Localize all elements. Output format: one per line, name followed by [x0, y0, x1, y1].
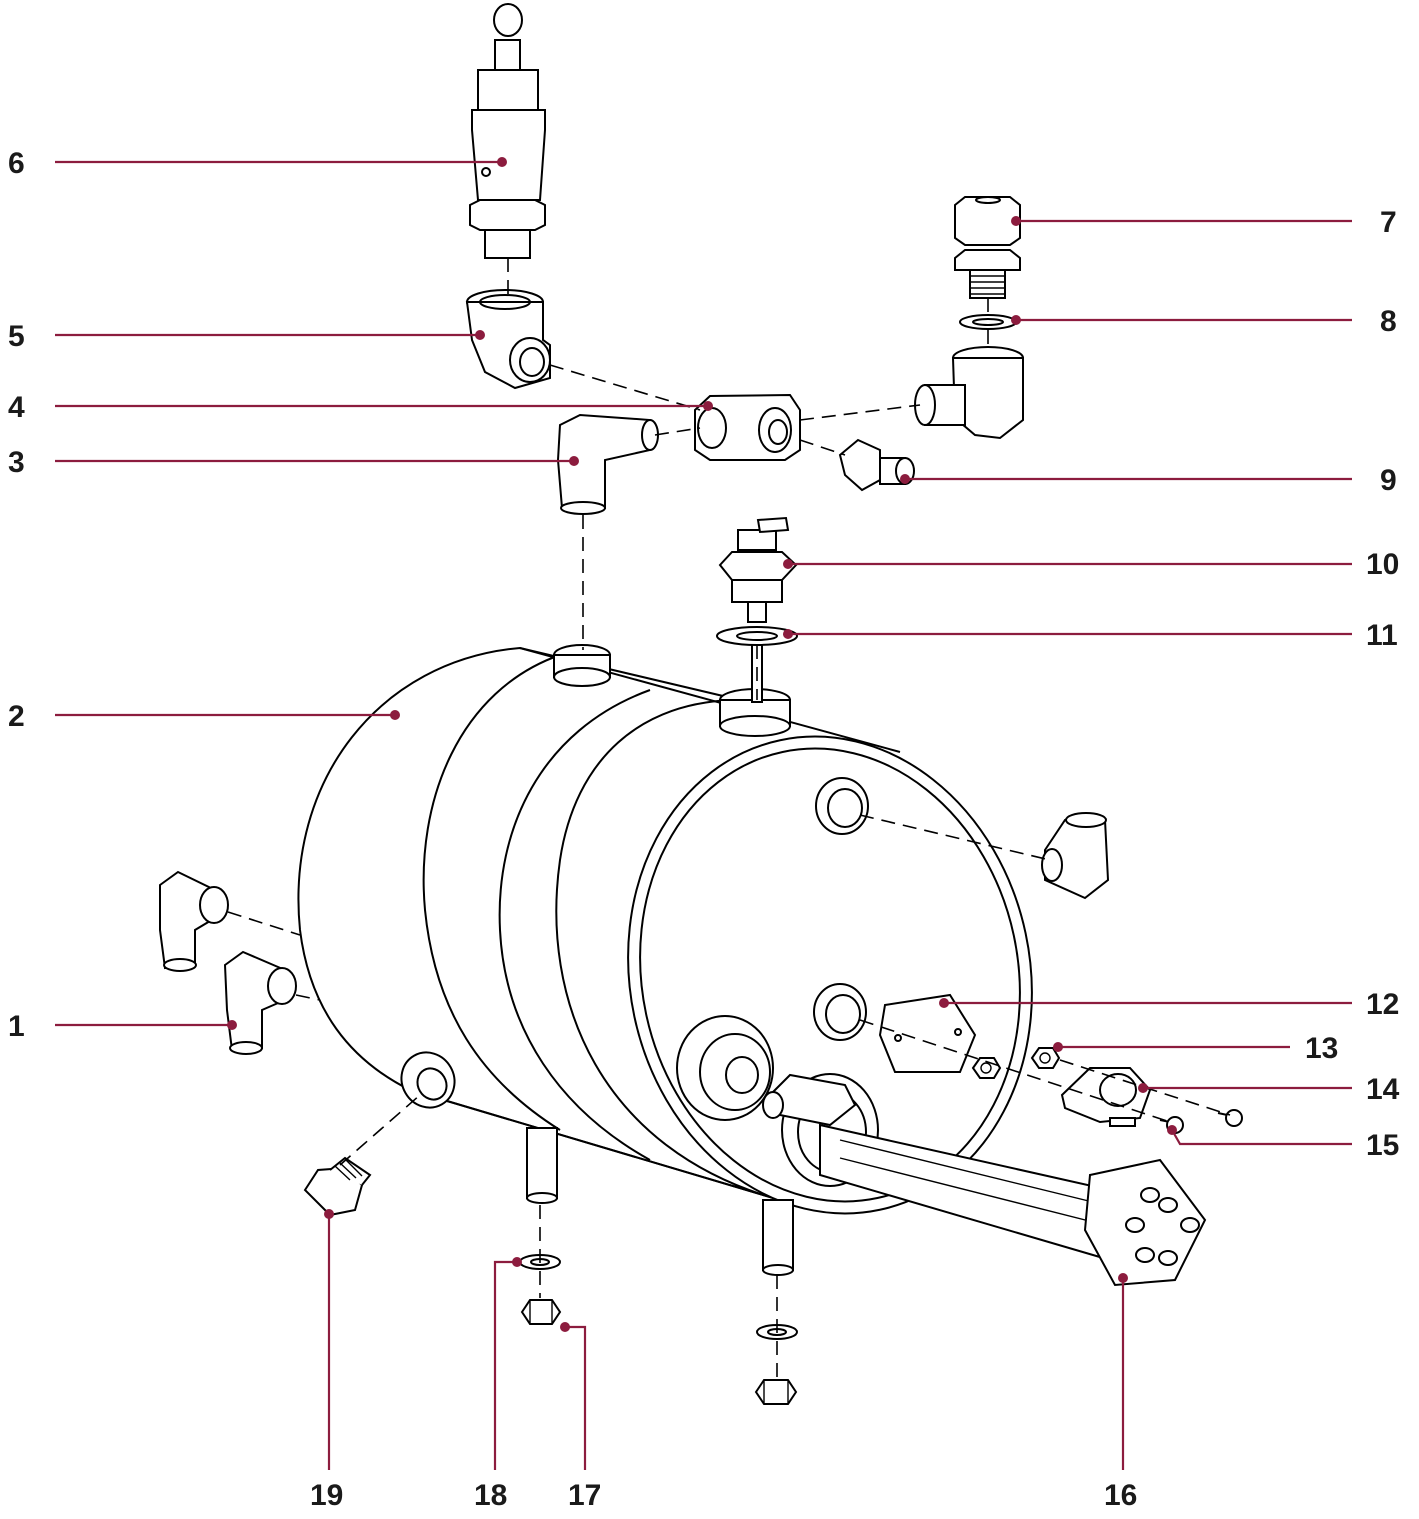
callout-14: 14 [1138, 1073, 1400, 1106]
callout-2: 2 [8, 700, 400, 733]
front-port-middle [813, 983, 867, 1041]
heater-compression-fitting [762, 1073, 857, 1127]
front-port-heater [676, 1015, 774, 1121]
elbow-fitting-right-top [914, 346, 1024, 440]
callout-label-19: 19 [310, 1479, 343, 1512]
front-port-upper [815, 777, 869, 835]
callout-18: 18 [474, 1257, 522, 1512]
thermostat-bracket [878, 993, 977, 1073]
callout-7: 7 [1011, 206, 1397, 239]
callout-9: 9 [900, 464, 1397, 497]
callout-6: 6 [8, 147, 507, 180]
callout-label-12: 12 [1366, 988, 1399, 1021]
callout-13: 13 [1053, 1032, 1338, 1065]
callout-15: 15 [1167, 1125, 1399, 1162]
nut-thermostat [1030, 1047, 1061, 1069]
callout-label-4: 4 [8, 391, 25, 424]
callout-label-18: 18 [474, 1479, 507, 1512]
callout-label-16: 16 [1104, 1479, 1137, 1512]
callout-8: 8 [1011, 305, 1397, 338]
callout-5: 5 [8, 320, 485, 353]
callout-label-8: 8 [1380, 305, 1397, 338]
elbow-fitting-right [1041, 812, 1110, 900]
callout-label-3: 3 [8, 446, 25, 479]
drain-plug [303, 1156, 372, 1217]
tank-top-port-left [553, 644, 611, 687]
callout-16: 16 [1104, 1273, 1137, 1512]
thermostat [1060, 1067, 1152, 1127]
callout-label-13: 13 [1305, 1032, 1338, 1065]
callout-label-9: 9 [1380, 464, 1397, 497]
terminal-posts [1125, 1187, 1200, 1266]
callouts: 6 5 4 3 2 1 [8, 147, 1400, 1512]
callout-label-14: 14 [1366, 1073, 1400, 1106]
compression-nut-7 [954, 196, 1021, 299]
callout-3: 3 [8, 446, 579, 479]
callout-10: 10 [783, 548, 1399, 581]
elbow-fitting-lower-left [223, 950, 297, 1055]
safety-valve [469, 3, 546, 259]
callout-12: 12 [939, 988, 1399, 1021]
level-probe [718, 516, 798, 703]
mounting-stud-left [526, 1127, 558, 1204]
nut-left [520, 1299, 562, 1325]
elbow-fitting-upper-left [159, 870, 229, 972]
washer-8 [959, 314, 1017, 330]
callout-label-5: 5 [8, 320, 25, 353]
callout-label-6: 6 [8, 147, 25, 180]
callout-17: 17 [560, 1322, 601, 1512]
heating-element [819, 1123, 1207, 1287]
nut-bracket [971, 1057, 1002, 1079]
callout-4: 4 [8, 391, 713, 424]
mounting-stud-right [762, 1199, 794, 1276]
callout-label-11: 11 [1366, 619, 1398, 652]
elbow-fitting-5 [465, 289, 551, 390]
callout-label-2: 2 [8, 700, 25, 733]
assembly-lines [227, 258, 1231, 1378]
callout-11: 11 [783, 619, 1398, 652]
callout-1: 1 [8, 1010, 237, 1043]
nut-right [754, 1379, 798, 1405]
tank-drain-port [400, 1051, 456, 1109]
callout-19: 19 [310, 1209, 343, 1512]
screw-upper [1217, 1109, 1243, 1127]
callout-label-7: 7 [1380, 206, 1397, 239]
callout-label-15: 15 [1366, 1129, 1399, 1162]
tee-fitting [694, 393, 801, 461]
callout-label-1: 1 [8, 1010, 25, 1043]
callout-label-10: 10 [1366, 548, 1399, 581]
callout-label-17: 17 [568, 1479, 601, 1512]
